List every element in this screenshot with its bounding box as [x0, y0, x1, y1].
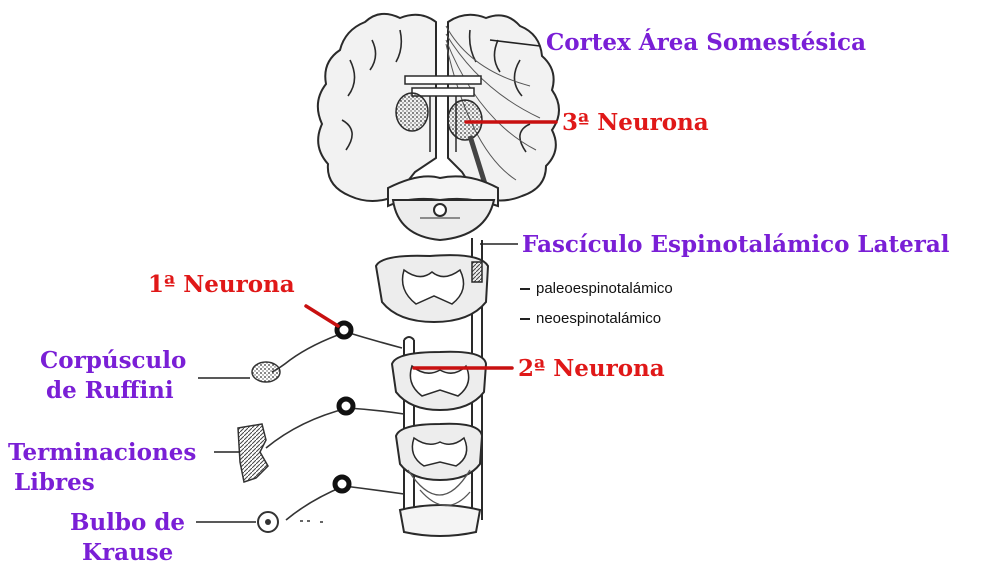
label-libres-1: Terminaciones [8, 440, 196, 465]
label-cortex: Cortex Área Somestésica [546, 30, 866, 55]
label-ruffini-1: Corpúsculo [40, 348, 186, 373]
peripheral-fibers [266, 332, 404, 522]
label-neo: neoespinotalámico [536, 310, 661, 327]
brain-drawing [318, 14, 559, 201]
label-paleo: paleoespinotalámico [536, 280, 673, 297]
label-ruffini-2: de Ruffini [46, 378, 174, 403]
label-krause-2: Krause [82, 540, 173, 565]
ganglion-icon [335, 323, 353, 491]
label-neuron-2: 2ª Neurona [518, 356, 665, 381]
receptor-icon [238, 362, 280, 532]
spinal-cord-drawing [376, 176, 498, 536]
label-krause-1: Bulbo de [70, 510, 185, 535]
label-fasciculo: Fascículo Espinotalámico Lateral [522, 232, 950, 257]
label-libres-2: Libres [14, 470, 95, 495]
label-neuron-1: 1ª Neurona [148, 272, 295, 297]
label-neuron-3: 3ª Neurona [562, 110, 709, 135]
